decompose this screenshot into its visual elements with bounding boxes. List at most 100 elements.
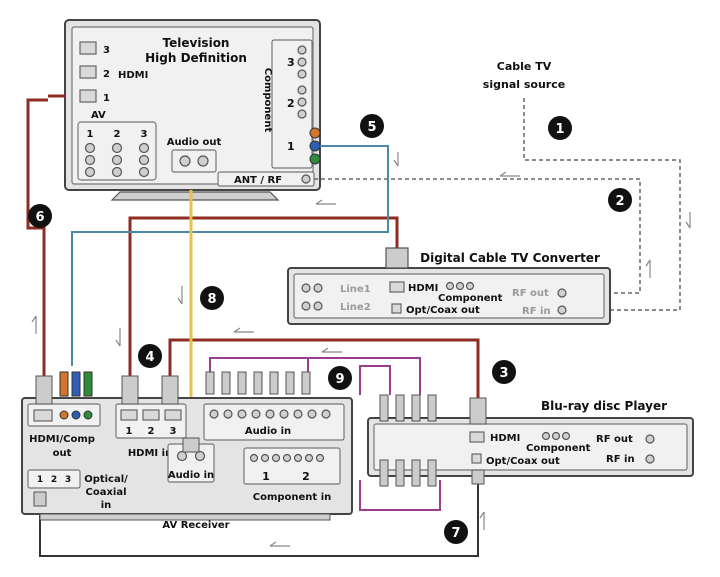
receiver-comp-2: 2 — [302, 470, 310, 483]
audio-wire-top — [209, 357, 309, 372]
tv-audio-out-left — [179, 155, 191, 167]
converter-line1: Line1 — [340, 284, 371, 295]
tv-hdmi-port-2 — [79, 65, 97, 79]
receiver-title: AV Receiver — [162, 520, 229, 531]
converter-hdmi-port — [389, 281, 405, 293]
marker-3: 3 — [492, 360, 516, 384]
tv-hdmi-label: HDMI — [118, 70, 148, 81]
cable-source-line2: signal source — [483, 78, 565, 91]
bluray-opt-label: Opt/Coax out — [486, 456, 560, 467]
audio-wire-top-right — [308, 357, 421, 395]
cable-source-line1: Cable TV — [497, 60, 552, 73]
tv-comp-2-label: 2 — [287, 97, 295, 110]
receiver-comp-1: 1 — [262, 470, 270, 483]
tv-comp-1-label: 1 — [287, 140, 295, 153]
digital-cable-converter: Digital Cable TV Converter Line1 Line2 H… — [287, 247, 611, 325]
tv-component-jacks-1 — [309, 127, 321, 165]
tv-title-line2: High Definition — [145, 51, 247, 65]
component-wire-5 — [71, 145, 389, 366]
marker-6: 6 — [28, 204, 52, 228]
svg-text:5: 5 — [367, 120, 376, 135]
tv-audio-out-label: Audio out — [167, 137, 222, 148]
hdmi-wire-converter — [128, 216, 399, 378]
hdmi-wire-6 — [26, 98, 48, 378]
svg-text:8: 8 — [207, 292, 216, 307]
tv-component-jacks-3 — [297, 45, 307, 79]
marker-9: 9 — [328, 366, 352, 390]
tv-audio-out-panel — [171, 149, 217, 173]
svg-text:4: 4 — [145, 350, 154, 365]
bluray-title: Blu-ray disc Player — [541, 399, 667, 413]
receiver-opt-2: 2 — [51, 475, 57, 485]
svg-text:1: 1 — [555, 122, 564, 137]
receiver-component-in-label: Component in — [253, 492, 332, 503]
tv-hdmi-3-label: 3 — [103, 45, 110, 56]
receiver-hdmi-comp-line2: out — [53, 448, 72, 459]
audio-wire-top-mid — [359, 365, 391, 395]
tv-component-jacks-2 — [297, 85, 307, 119]
receiver-plugs — [33, 371, 200, 507]
receiver-optical-line1: Optical/ — [84, 474, 128, 485]
tv-audio-out-right — [197, 155, 209, 167]
tv-hdmi-port-3 — [79, 41, 97, 55]
tv-av-label: AV — [91, 110, 106, 121]
converter-opt-label: Opt/Coax out — [406, 305, 480, 316]
tv-av-3-label: 3 — [141, 129, 148, 140]
svg-text:3: 3 — [499, 366, 508, 381]
converter-rf-in-label: RF in — [522, 306, 551, 317]
rf-wire-source-to-converter — [523, 98, 681, 311]
svg-text:9: 9 — [335, 372, 344, 387]
tv-comp-3-label: 3 — [287, 56, 295, 69]
hdmi-wire-bluray — [168, 338, 480, 398]
tv-av-jacks — [84, 142, 150, 178]
receiver-optical-line2: Coaxial — [85, 487, 126, 498]
svg-text:6: 6 — [35, 210, 44, 225]
converter-hdmi-label: HDMI — [408, 283, 438, 294]
marker-5: 5 — [360, 114, 384, 138]
receiver-hdmi-in-1: 1 — [126, 426, 133, 437]
bluray-rf-in-label: RF in — [606, 454, 635, 465]
converter-component-label: Component — [438, 293, 503, 304]
bluray-component-label: Component — [526, 443, 591, 454]
bluray-player: Blu-ray disc Player HDMI Component Opt/C… — [367, 397, 694, 485]
converter-title: Digital Cable TV Converter — [420, 251, 600, 265]
rf-wire-converter-to-tv — [314, 178, 641, 294]
audio-rca-plugs — [205, 371, 311, 395]
receiver-optical-line3: in — [101, 500, 112, 511]
tv-hdmi-1-label: 1 — [103, 93, 110, 104]
tv-component-label: Component — [262, 68, 273, 133]
receiver-audio-in-top-label: Audio in — [245, 426, 291, 437]
receiver-opt-1: 1 — [37, 475, 43, 485]
converter-hdmi-plug — [385, 247, 409, 269]
converter-opt-port — [391, 303, 402, 314]
receiver-hdmi-in-2: 2 — [148, 426, 155, 437]
receiver-opt-3: 3 — [65, 475, 71, 485]
receiver-hdmi-in-3: 3 — [170, 426, 177, 437]
tv-av-1-label: 1 — [87, 129, 94, 140]
svg-text:7: 7 — [451, 526, 460, 541]
marker-2: 2 — [608, 188, 632, 212]
bluray-hdmi-port — [469, 431, 485, 443]
bluray-hdmi-label: HDMI — [490, 433, 520, 444]
converter-rf-out-label: RF out — [512, 288, 549, 299]
svg-text:2: 2 — [615, 194, 624, 209]
tv-av-2-label: 2 — [114, 129, 121, 140]
tv-hdmi-port-1 — [79, 89, 97, 103]
tv-hdmi-2-label: 2 — [103, 69, 110, 80]
receiver-hdmi-comp-line1: HDMI/Comp — [29, 434, 95, 445]
marker-8: 8 — [200, 286, 224, 310]
bluray-opt-port — [471, 453, 482, 464]
receiver-audio-in-label: Audio in — [168, 470, 214, 481]
receiver-component-jacks — [249, 453, 325, 463]
av-receiver: HDMI/Comp out 1 2 3 HDMI in Audio in Aud… — [21, 397, 353, 531]
marker-4: 4 — [138, 344, 162, 368]
bluray-rca-plugs — [379, 394, 437, 487]
receiver-audio-in-jacks — [209, 409, 331, 419]
marker-7: 7 — [444, 520, 468, 544]
television: Television High Definition 3 2 1 HDMI AV… — [64, 19, 321, 201]
tv-ant-rf-label: ANT / RF — [234, 175, 282, 186]
flow-arrows — [31, 152, 691, 547]
receiver-hdmi-in-label: HDMI in — [128, 448, 172, 459]
marker-1: 1 — [548, 116, 572, 140]
